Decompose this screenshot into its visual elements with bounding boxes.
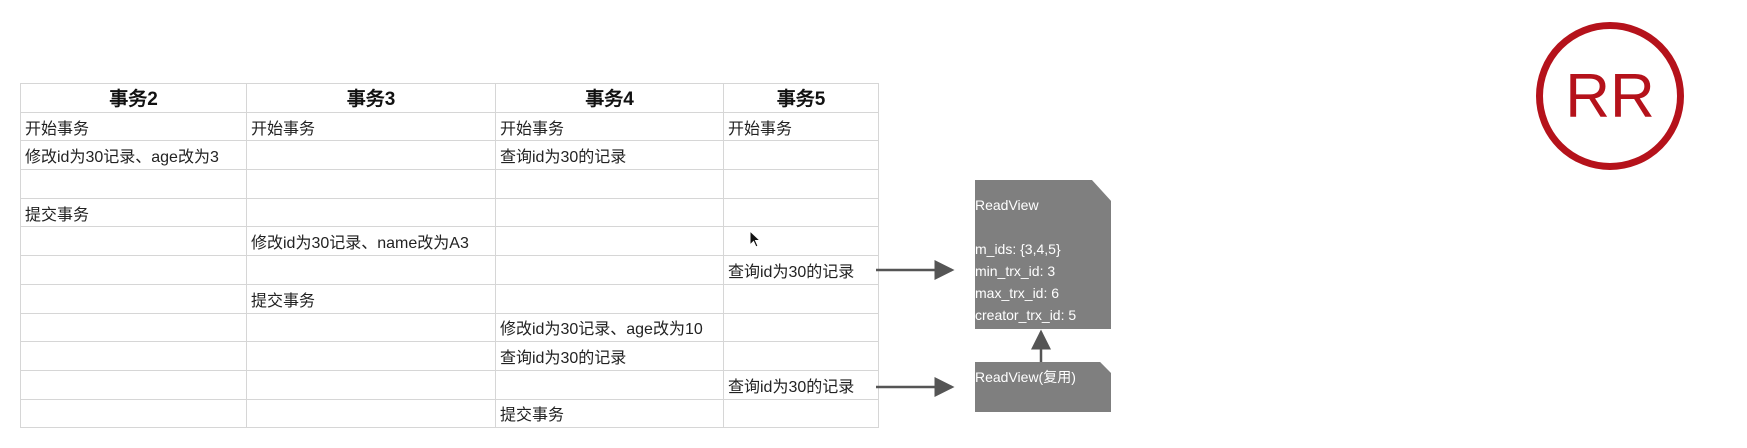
table-cell: [495, 197, 724, 228]
table-cell: 开始事务: [20, 111, 247, 142]
table-cell: 提交事务: [20, 197, 247, 228]
table-cell: 修改id为30记录、name改为A3: [246, 226, 496, 257]
readview-max-trx-id: max_trx_id: 6: [975, 285, 1060, 301]
table-cell: 开始事务: [246, 111, 496, 142]
table-cell: [20, 226, 247, 257]
readview-reuse-title: ReadView(复用): [975, 369, 1076, 385]
table-cell: 提交事务: [495, 398, 724, 429]
table-cell: [246, 398, 496, 429]
table-cell: [20, 169, 247, 199]
table-cell: [20, 312, 247, 343]
readview-m-ids: m_ids: {3,4,5}: [975, 241, 1061, 257]
table-cell: [723, 341, 879, 371]
table-cell: [20, 398, 247, 429]
readview-min-trx-id: min_trx_id: 3: [975, 263, 1056, 279]
table-cell: [246, 169, 496, 199]
table-cell: [246, 197, 496, 228]
table-cell: [495, 169, 724, 199]
table-cell: [723, 140, 879, 171]
table-cell: [495, 226, 724, 257]
table-cell: 查询id为30的记录: [723, 369, 879, 400]
table-body: 开始事务开始事务开始事务开始事务修改id为30记录、age改为3 查询id为30的…: [20, 111, 879, 429]
table-cell: [246, 312, 496, 343]
table-row: 提交事务: [20, 283, 879, 314]
table-row: 提交事务: [20, 398, 879, 429]
table-row: [20, 169, 879, 199]
readview-creator-trx-id: creator_trx_id: 5: [975, 307, 1077, 323]
table-row: 修改id为30记录、age改为3 查询id为30的记录: [20, 140, 879, 171]
table-cell: [246, 255, 496, 285]
table-row: 修改id为30记录、age改为10: [20, 312, 879, 343]
readview-box: ReadView m_ids: {3,4,5} min_trx_id: 3 ma…: [975, 180, 1111, 329]
table-row: 修改id为30记录、name改为A3: [20, 226, 879, 257]
table-cell: 开始事务: [723, 111, 879, 142]
table-cell: [723, 398, 879, 429]
header-tx4: 事务4: [495, 83, 724, 113]
mouse-cursor-icon: [749, 230, 762, 248]
table-cell: [723, 283, 879, 314]
table-cell: 查询id为30的记录: [495, 341, 724, 371]
table-row: 提交事务: [20, 197, 879, 228]
table-cell: 修改id为30记录、age改为3: [20, 140, 247, 171]
table-row: 查询id为30的记录: [20, 341, 879, 371]
readview-title: ReadView: [975, 197, 1039, 213]
table-cell: 查询id为30的记录: [495, 140, 724, 171]
table-row: 开始事务开始事务开始事务开始事务: [20, 111, 879, 142]
readview-reuse-box: ReadView(复用): [975, 362, 1111, 412]
rr-badge: RR: [1536, 22, 1684, 170]
transaction-table: 事务2 事务3 事务4 事务5 开始事务开始事务开始事务开始事务修改id为30记…: [20, 83, 879, 429]
table-cell: 修改id为30记录、age改为10: [495, 312, 724, 343]
rr-badge-label: RR: [1565, 61, 1655, 131]
